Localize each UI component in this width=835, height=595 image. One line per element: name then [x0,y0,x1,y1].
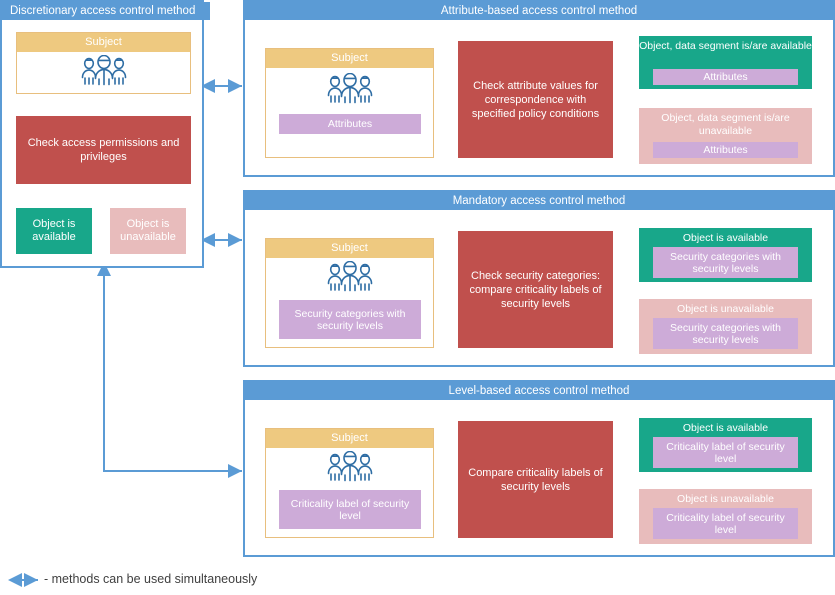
abac-subject-chip[interactable]: Attributes [279,114,421,134]
abac-result-unavailable-label: Object, data segment is/are unavailable [661,112,790,137]
dac-result-available[interactable]: Object is available [16,208,92,254]
mac-subject-chip[interactable]: Security categories with security levels [279,300,421,339]
mac-subject-label: Subject [266,239,433,258]
abac-result-available-label: Object, data segment is/are available [639,40,812,52]
people-group-icon [324,72,376,113]
mac-subject-box[interactable]: Subject Security categories with securit… [265,238,434,348]
abac-result-unavailable-chip[interactable]: Attributes [653,142,798,158]
abac-result-available[interactable]: Object, data segment is/are available At… [639,36,812,89]
mac-result-available-chip[interactable]: Security categories with security levels [653,247,798,278]
dac-process-box[interactable]: Check access permissions and privileges [16,116,191,184]
dac-subject-box[interactable]: Subject [16,32,191,94]
mac-result-available[interactable]: Object is available Security categories … [639,228,812,282]
dac-subject-label: Subject [17,33,190,52]
dac-result-unavailable[interactable]: Object is unavailable [110,208,186,254]
panel-title-abac: Attribute-based access control method [245,2,833,20]
mac-result-available-label: Object is available [682,232,769,244]
panel-title-lbac: Level-based access control method [245,382,833,400]
abac-subject-label: Subject [266,49,433,68]
lbac-result-unavailable[interactable]: Object is unavailable Criticality label … [639,489,812,544]
connector-dac-lbac [103,268,236,472]
lbac-subject-box[interactable]: Subject Criticality label of security le… [265,428,434,538]
lbac-result-unavailable-label: Object is unavailable [677,493,774,505]
panel-title-dac: Discretionary access control method [2,2,210,20]
lbac-result-available-chip[interactable]: Criticality label of security level [653,437,798,468]
mac-result-unavailable-label: Object is unavailable [677,303,774,315]
legend-label: - methods can be used simultaneously [44,572,258,586]
mac-process-box[interactable]: Check security categories: compare criti… [458,231,613,348]
people-group-icon [324,450,376,491]
lbac-process-box[interactable]: Compare criticality labels of security l… [458,421,613,538]
mac-result-unavailable-chip[interactable]: Security categories with security levels [653,318,798,349]
lbac-result-available-label: Object is available [682,422,769,434]
abac-subject-box[interactable]: Subject Attributes [265,48,434,158]
lbac-subject-chip[interactable]: Criticality label of security level [279,490,421,529]
people-group-icon [324,260,376,301]
panel-title-mac: Mandatory access control method [245,192,833,210]
lbac-result-available[interactable]: Object is available Criticality label of… [639,418,812,472]
abac-result-available-chip[interactable]: Attributes [653,69,798,85]
mac-result-unavailable[interactable]: Object is unavailable Security categorie… [639,299,812,354]
lbac-result-unavailable-chip[interactable]: Criticality label of security level [653,508,798,539]
abac-result-unavailable[interactable]: Object, data segment is/are unavailable … [639,108,812,164]
people-group-icon [78,54,130,95]
abac-process-box[interactable]: Check attribute values for correspondenc… [458,41,613,158]
lbac-subject-label: Subject [266,429,433,448]
